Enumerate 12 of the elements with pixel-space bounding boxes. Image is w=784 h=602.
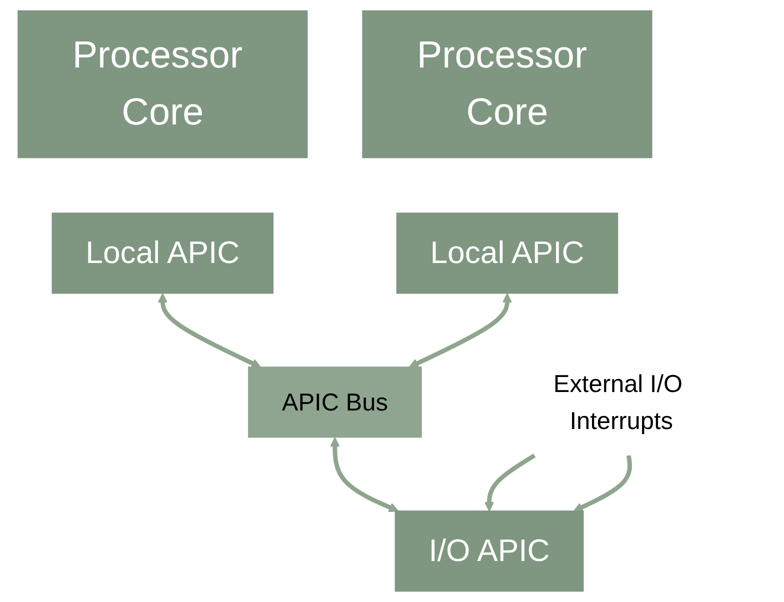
node-text: External I/O Interrupts: [553, 370, 683, 434]
arrow: [573, 455, 632, 512]
arrow: [330, 437, 399, 512]
node-box: Processor Core: [362, 10, 652, 158]
node-box: APIC Bus: [248, 366, 422, 438]
node-box: I/O APIC: [394, 510, 584, 592]
arrow: [484, 454, 536, 512]
node-box: Processor Core: [18, 10, 308, 158]
arrow: [408, 293, 512, 368]
node-box: Local APIC: [52, 212, 274, 294]
arrow: [158, 293, 262, 368]
node-box: Local APIC: [396, 212, 618, 294]
